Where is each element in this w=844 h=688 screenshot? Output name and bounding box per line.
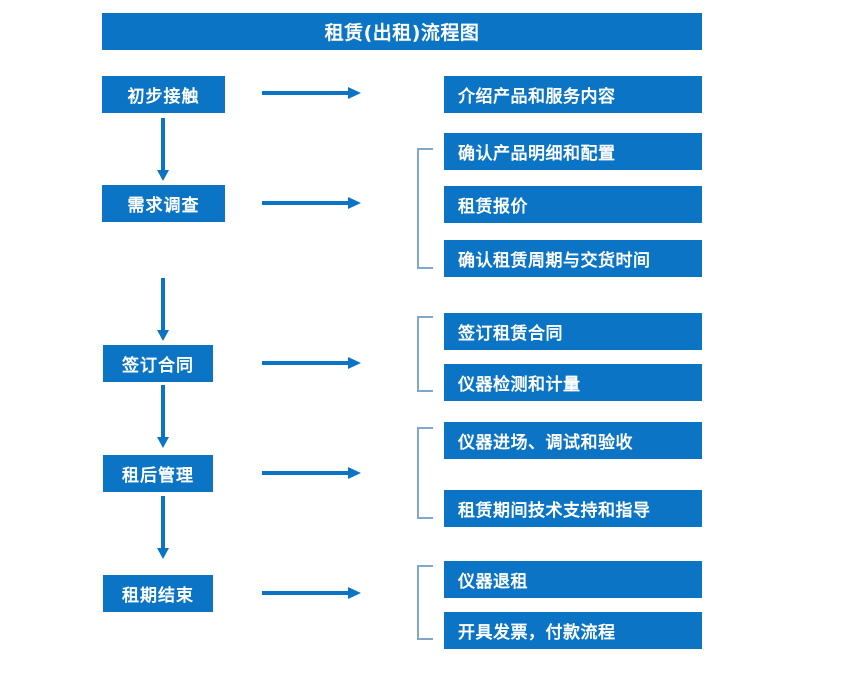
down-arrow-icon: [156, 496, 170, 560]
stage-box-5[interactable]: 租期结束: [103, 575, 213, 612]
detail-box-9[interactable]: 仪器退租: [444, 561, 702, 598]
detail-box-1[interactable]: 介绍产品和服务内容: [444, 76, 702, 113]
down-arrow-icon: [156, 278, 170, 342]
detail-box-4[interactable]: 确认租赁周期与交货时间: [444, 240, 702, 277]
detail-box-3[interactable]: 租赁报价: [444, 186, 702, 223]
detail-box-2[interactable]: 确认产品明细和配置: [444, 133, 702, 170]
down-arrow-icon: [156, 118, 170, 182]
right-arrow-icon: [262, 466, 362, 480]
page-title: 租赁(出租)流程图: [102, 13, 702, 50]
stage-box-1[interactable]: 初步接触: [102, 76, 225, 113]
right-arrow-icon: [262, 586, 362, 600]
stage-box-4[interactable]: 租后管理: [103, 455, 213, 492]
group-bracket-icon: [417, 565, 433, 640]
right-arrow-icon: [262, 356, 362, 370]
stage-box-2[interactable]: 需求调查: [102, 185, 225, 222]
group-bracket-icon: [417, 427, 433, 519]
down-arrow-icon: [156, 385, 170, 449]
group-bracket-icon: [417, 316, 433, 392]
detail-box-8[interactable]: 租赁期间技术支持和指导: [444, 490, 702, 527]
detail-box-6[interactable]: 仪器检测和计量: [444, 364, 702, 401]
detail-box-10[interactable]: 开具发票，付款流程: [444, 612, 702, 649]
detail-box-5[interactable]: 签订租赁合同: [444, 313, 702, 350]
stage-box-3[interactable]: 签订合同: [103, 345, 213, 382]
detail-box-7[interactable]: 仪器进场、调试和验收: [444, 422, 702, 459]
right-arrow-icon: [262, 86, 362, 100]
group-bracket-icon: [417, 148, 433, 269]
right-arrow-icon: [262, 196, 362, 210]
